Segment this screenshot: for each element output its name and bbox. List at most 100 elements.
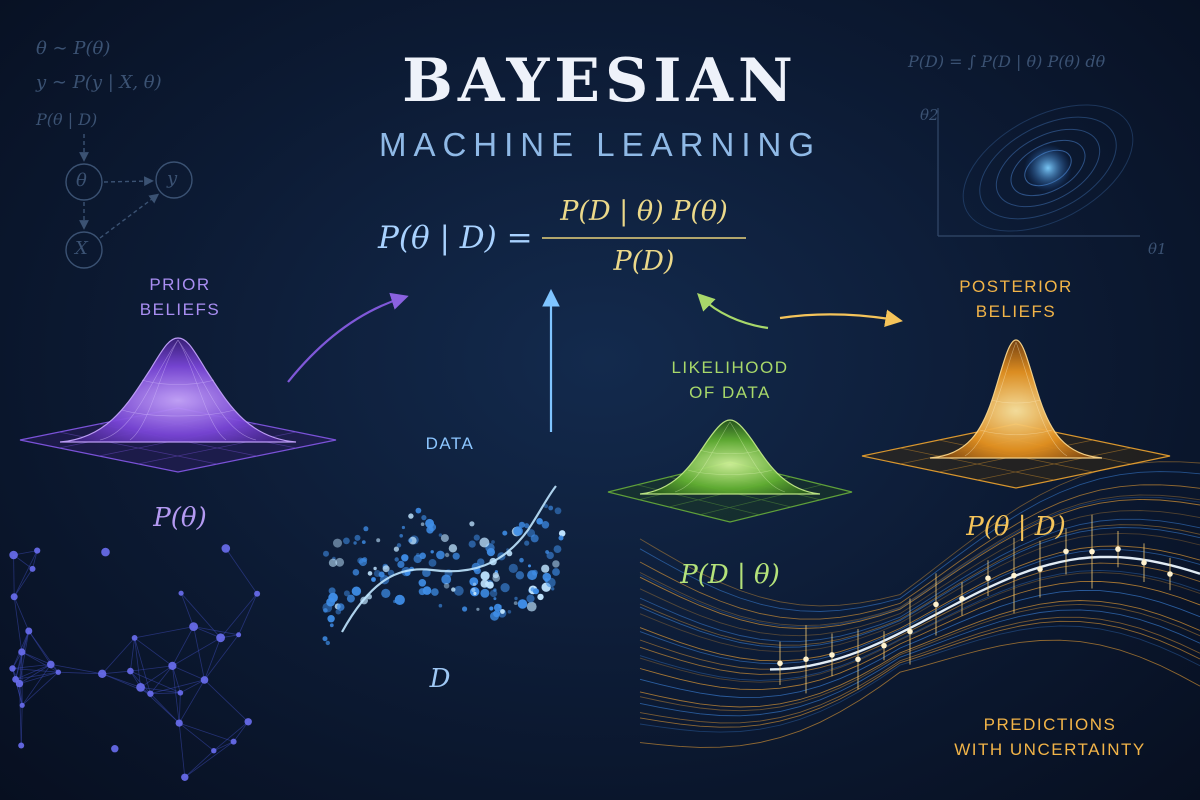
network-edge — [150, 692, 181, 695]
network-edge — [101, 637, 135, 675]
data-point — [401, 525, 405, 530]
posterior-sample-path — [639, 639, 1200, 748]
evidence-contour-plot — [937, 104, 1140, 237]
data-point — [352, 569, 360, 576]
network-edge — [130, 665, 173, 672]
node-theta-circle — [65, 163, 103, 201]
data-point — [479, 537, 490, 548]
data-point — [502, 530, 508, 536]
data-point — [486, 548, 495, 557]
data-point — [393, 546, 399, 552]
posterior-sample-path — [639, 532, 1200, 653]
network-edge — [140, 665, 173, 688]
data-point — [353, 541, 357, 545]
network-edge — [20, 705, 23, 746]
data-point — [476, 558, 485, 566]
arrow-formula-to-posterior — [779, 309, 903, 327]
data-point — [528, 564, 531, 568]
posterior-sample-path — [639, 625, 1200, 733]
observation-point — [777, 660, 783, 667]
network-node — [101, 547, 110, 557]
network-edge — [19, 671, 59, 684]
data-point — [537, 593, 544, 601]
data-point — [489, 606, 494, 611]
observation-point — [881, 642, 887, 649]
data-point — [500, 583, 510, 593]
likelihood-label: LIKELIHOOD OF DATA — [630, 355, 830, 405]
network-edge — [140, 687, 180, 724]
posterior-sample-path — [639, 620, 1200, 728]
data-point — [485, 581, 490, 586]
data-point — [407, 538, 413, 543]
data-point — [524, 540, 530, 546]
data-point — [428, 559, 437, 567]
data-point — [471, 587, 476, 593]
network-node — [25, 627, 33, 635]
network-node — [34, 547, 41, 554]
network-node — [9, 550, 18, 560]
data-point — [440, 534, 449, 543]
likelihood-label-line2: OF DATA — [689, 383, 771, 402]
data-point — [323, 550, 329, 557]
network-node — [200, 676, 209, 684]
likelihood-bell-mesh — [674, 421, 786, 493]
edge-x-y — [99, 193, 160, 239]
network-node — [136, 683, 146, 692]
data-point — [346, 594, 355, 603]
data-point — [553, 545, 562, 553]
network-edge — [220, 593, 258, 639]
data-point — [452, 552, 460, 560]
network-node — [111, 745, 119, 753]
network-edge — [204, 679, 249, 723]
posterior-sample-path — [639, 572, 1200, 683]
network-edge — [102, 673, 141, 688]
neural-network-graph — [9, 544, 261, 781]
network-node — [131, 635, 138, 641]
network-node — [254, 590, 261, 597]
network-edge — [12, 664, 51, 669]
prior-label: PRIOR BELIEFS — [100, 272, 260, 322]
network-edge — [179, 722, 234, 742]
data-point — [357, 557, 364, 564]
node-x-label: X — [75, 238, 88, 259]
network-node — [221, 544, 231, 553]
posterior-sample-path — [639, 549, 1200, 665]
data-point — [468, 540, 476, 548]
network-node — [178, 590, 184, 596]
posterior-sample-path — [639, 496, 1200, 628]
network-edge — [193, 626, 205, 680]
network-edge — [184, 741, 234, 778]
posterior-sample-path — [639, 600, 1200, 708]
likelihood-distribution — [607, 419, 853, 523]
prediction-uncertainty-ribbon — [639, 461, 1200, 748]
data-point — [443, 583, 450, 589]
data-point — [489, 589, 498, 598]
data-point — [517, 599, 528, 609]
network-edge — [134, 637, 173, 667]
network-edge — [225, 548, 258, 594]
network-edge — [50, 664, 103, 675]
prior-distribution — [19, 337, 337, 473]
posterior-label: POSTERIOR BELIEFS — [916, 274, 1116, 324]
network-edge — [180, 679, 205, 694]
data-fit-curve — [341, 485, 557, 633]
data-point — [508, 563, 518, 574]
network-edge — [178, 722, 215, 752]
data-point — [363, 526, 369, 532]
node-y-circle — [155, 161, 193, 199]
prior-bell-mesh — [99, 339, 257, 441]
data-point — [394, 557, 399, 562]
observation-point — [803, 656, 809, 662]
prior-symbol: P(θ) — [153, 503, 207, 533]
data-point — [536, 518, 543, 525]
posterior-sample-path — [639, 580, 1200, 691]
data-point — [431, 588, 439, 596]
posterior-sample-path — [639, 609, 1200, 717]
network-edge — [238, 593, 258, 635]
data-point — [493, 597, 497, 601]
posterior-sample-path — [639, 471, 1200, 612]
network-edge — [58, 671, 103, 675]
data-point — [473, 534, 480, 541]
data-point — [541, 521, 550, 529]
